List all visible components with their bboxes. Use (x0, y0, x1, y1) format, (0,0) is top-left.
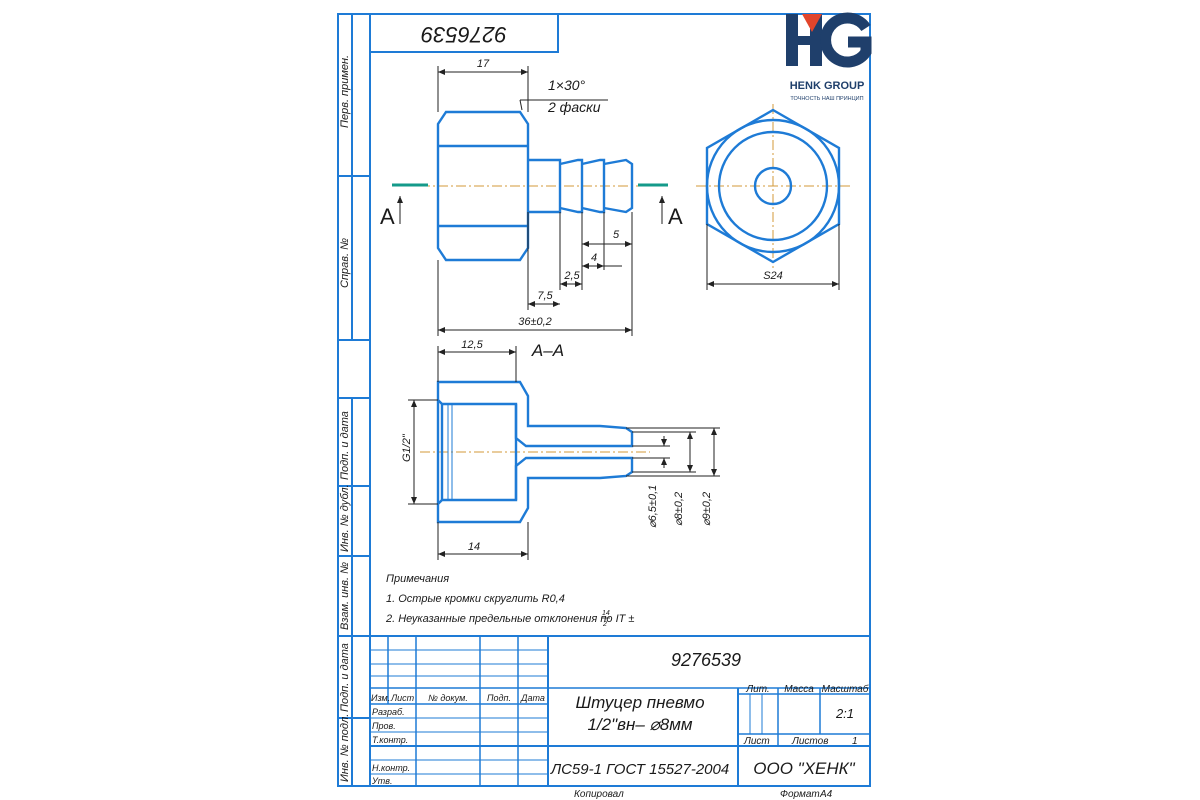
note-item-2-denominator: 2 (602, 621, 607, 628)
side-label-perv-primen: Перв. примен. (339, 55, 351, 128)
rotated-code-stamp: 9276539 (369, 13, 559, 53)
material-spec: ЛС59-1 ГОСТ 15527-2004 (550, 761, 729, 778)
logo-tagline: ТОЧНОСТЬ НАШ ПРИНЦИП (790, 96, 863, 102)
part-name-line-1: Штуцер пневмо (575, 693, 704, 712)
side-labels: Перв. примен. Справ. № Подп. и дата Инв.… (339, 55, 351, 782)
dim-d8: ⌀8±0,2 (673, 492, 685, 526)
dim-14: 14 (468, 541, 480, 553)
format-label: Формат (780, 789, 820, 800)
side-label-podp-data-2: Подп. и дата (339, 643, 351, 712)
dim-7-5: 7,5 (537, 290, 553, 302)
row-razrab: Разраб. (372, 707, 405, 717)
chamfer-count: 2 фаски (547, 99, 601, 115)
dim-d9: ⌀9±0,2 (701, 492, 713, 526)
side-label-podp-data-1: Подп. и дата (339, 411, 351, 480)
section-view: А–А 12,5 G1/2" 14 ⌀6,5±0,1 (401, 339, 720, 560)
scale-value: 2:1 (835, 706, 854, 721)
dim-17: 17 (477, 58, 490, 70)
dim-d6-5: ⌀6,5±0,1 (647, 485, 659, 528)
sheet-label: Лист (743, 736, 770, 747)
note-item-2: 2. Неуказанные предельные отклонения по … (385, 613, 634, 625)
row-tkontr: Т.контр. (372, 735, 408, 745)
dim-36: 36±0,2 (518, 316, 552, 328)
sheets-value: 1 (852, 736, 858, 747)
row-utv: Утв. (371, 776, 392, 786)
side-label-sprav: Справ. № (339, 238, 351, 288)
hex-end-view: S24 (696, 104, 850, 290)
lit-label: Лит. (745, 684, 769, 695)
chamfer-note: 1×30° (548, 77, 586, 93)
dim-g1-2: G1/2" (401, 433, 413, 462)
scale-label: Масштаб (822, 683, 869, 695)
part-name-line-2: 1/2"вн– ⌀8мм (587, 715, 692, 734)
mass-label: Масса (784, 684, 814, 695)
rotated-code-text: 9276539 (421, 22, 507, 47)
dim-4: 4 (591, 252, 597, 264)
row-prov: Пров. (372, 721, 396, 731)
notes-block: Примечания 1. Острые кромки скруглить R0… (385, 573, 634, 628)
section-mark-left: А (380, 204, 395, 229)
side-label-inv-podl: Инв. № подл. (339, 714, 351, 782)
dim-2-5: 2,5 (563, 270, 580, 282)
front-view: А А 17 1×30° 2 фаски 5 4 2,5 7,5 36±0,2 (380, 58, 683, 336)
note-item-2-text: 2. Неуказанные предельные отклонения по … (385, 613, 634, 625)
title-block: 9276539 Штуцер пневмо 1/2"вн– ⌀8мм ЛС59-… (370, 635, 870, 800)
row-nkontr: Н.контр. (372, 763, 410, 773)
col-list: Лист (390, 693, 415, 703)
section-title: А–А (531, 341, 564, 360)
format-value: А4 (819, 789, 833, 800)
dim-12-5: 12,5 (461, 339, 483, 351)
logo-company-name: HENK GROUP (790, 80, 865, 92)
col-sign: Подп. (487, 693, 511, 703)
sheets-label: Листов (791, 736, 828, 747)
dim-5: 5 (613, 229, 620, 241)
copied-label: Копировал (574, 789, 624, 800)
col-doc: № докум. (428, 693, 468, 703)
side-label-vzam-inv: Взам. инв. № (339, 562, 351, 630)
dim-s24: S24 (763, 270, 783, 282)
col-izm: Изм. (371, 693, 390, 703)
side-label-inv-dubl: Инв. № дубл. (339, 484, 351, 552)
section-mark-right: А (668, 204, 683, 229)
drawing-frame (337, 13, 871, 787)
notes-title: Примечания (386, 573, 449, 585)
title-block-code: 9276539 (671, 650, 741, 670)
company-name: ООО "ХЕНК" (753, 759, 855, 778)
note-item-2-numerator: 14 (602, 610, 610, 617)
col-date: Дата (520, 693, 545, 703)
henk-group-logo: HENK GROUP ТОЧНОСТЬ НАШ ПРИНЦИП (786, 12, 872, 102)
note-item-1: 1. Острые кромки скруглить R0,4 (386, 593, 565, 605)
